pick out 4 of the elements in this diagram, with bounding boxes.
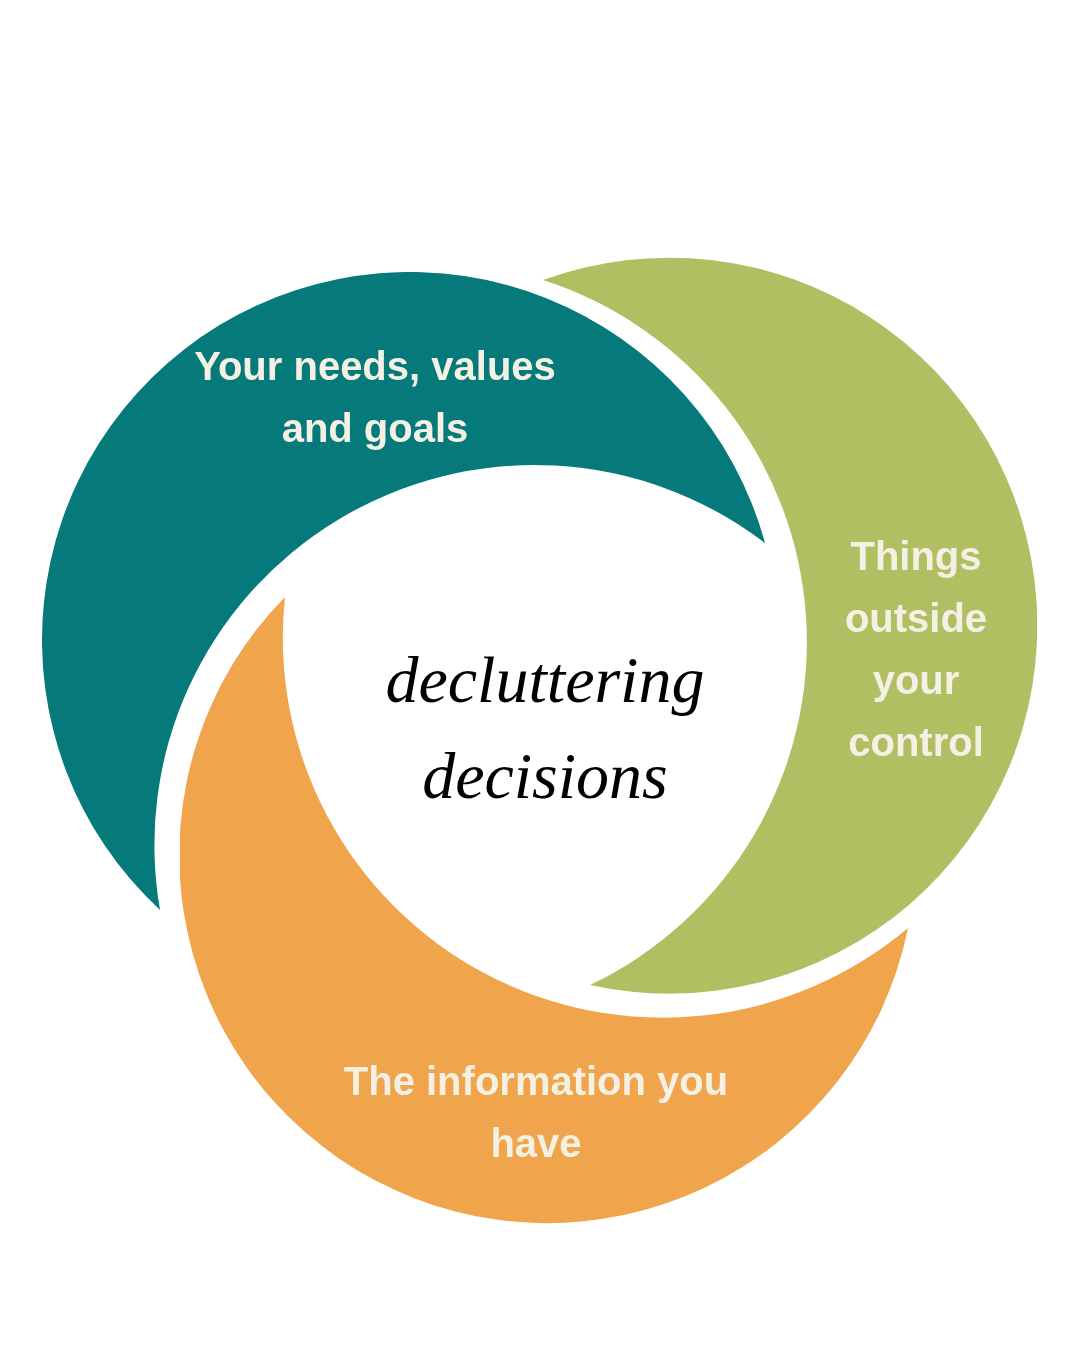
center-title: decluttering decisions bbox=[384, 642, 706, 814]
segment-label: The information you have bbox=[342, 1058, 730, 1167]
segment-label: Things outside your control bbox=[843, 533, 989, 766]
segment-label: Your needs, values and goals bbox=[193, 343, 557, 452]
